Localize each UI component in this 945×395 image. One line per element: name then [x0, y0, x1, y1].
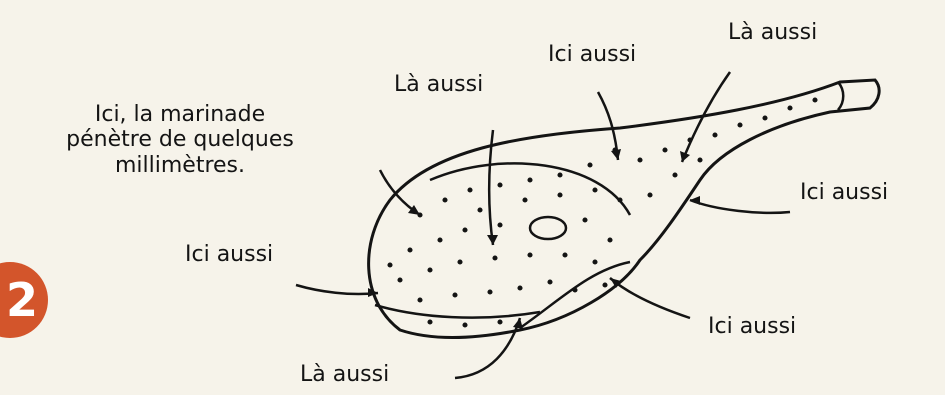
label-la-aussi-top-left: Là aussi — [394, 72, 483, 97]
arrow-ici-aussi-bottom-right — [610, 278, 690, 318]
label-la-aussi-bottom: Là aussi — [300, 362, 389, 387]
label-ici-aussi-top-middle: Ici aussi — [548, 42, 636, 67]
main-note-line-1: Ici, la marinade — [0, 102, 360, 127]
inner-fat-line — [375, 305, 540, 318]
main-note-line-2: pénètre de quelques — [0, 127, 360, 152]
main-note-line-3: millimètres. — [0, 153, 360, 178]
main-note-label: Ici, la marinade pénètre de quelques mil… — [0, 102, 360, 178]
label-ici-aussi-right: Ici aussi — [800, 180, 888, 205]
ham-outline — [369, 80, 880, 338]
label-ici-aussi-bottom-right: Ici aussi — [708, 314, 796, 339]
arrow-ici-aussi-left — [296, 285, 378, 294]
bone-hole — [530, 217, 566, 239]
bone-end — [838, 82, 843, 110]
label-la-aussi-top-right: Là aussi — [728, 20, 817, 45]
inner-muscle-curve — [430, 163, 630, 215]
lower-pocket — [520, 262, 630, 328]
step-number: 2 — [6, 273, 38, 327]
label-ici-aussi-left: Ici aussi — [185, 242, 273, 267]
arrow-ici-aussi-right — [690, 200, 790, 213]
